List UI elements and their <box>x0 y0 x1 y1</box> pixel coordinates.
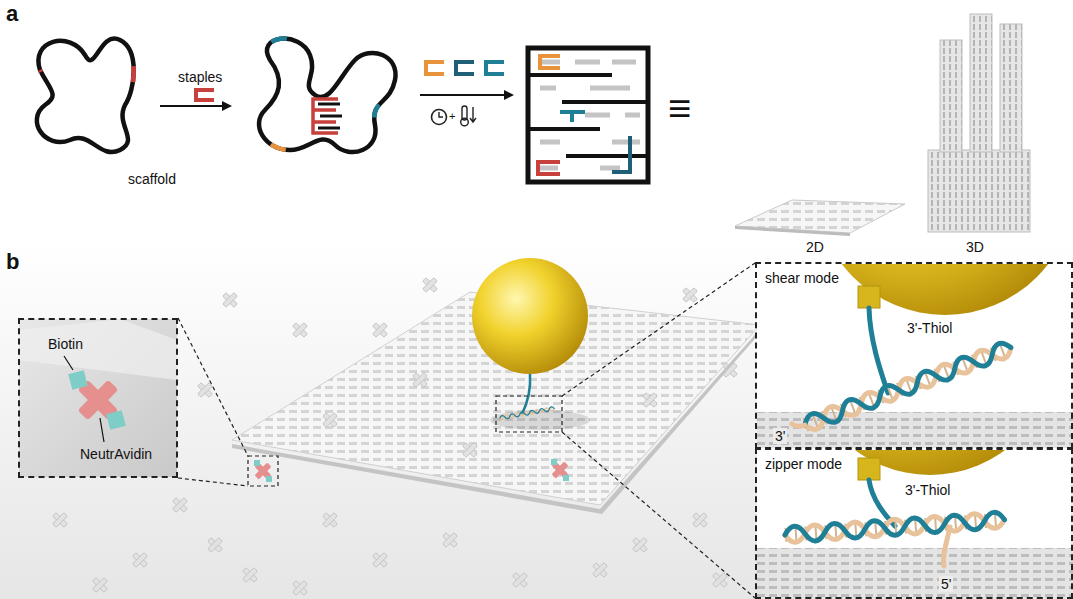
binding-inset-art <box>19 319 177 477</box>
step-label: staples <box>178 70 222 85</box>
staple-set <box>420 62 512 95</box>
panel-letter: a <box>6 2 18 26</box>
callout-label: 3'-Thiol <box>905 482 950 498</box>
equivalence-sign: ≡ <box>668 86 691 130</box>
shear-mode-panel: shear mode 3'-Thiol 3' <box>755 262 1073 449</box>
part-label: scaffold <box>128 172 176 187</box>
3d-origami <box>928 14 1030 232</box>
callout-label: 5' <box>939 576 953 592</box>
thermometer-icon <box>461 106 476 126</box>
2d-origami <box>735 200 905 236</box>
folded-origami-scheme <box>528 48 648 182</box>
binding-inset: BiotinNeutrAvidin <box>18 318 178 478</box>
gold-nanoparticle <box>472 258 590 430</box>
zoom-leaders <box>178 263 755 598</box>
shear-mode-art <box>757 264 1073 448</box>
callout-label: NeutrAvidin <box>80 446 152 462</box>
neutravidin-biotin <box>254 460 272 482</box>
panel-title: shear mode <box>765 270 839 286</box>
shape-label: 2D <box>806 240 824 255</box>
neutravidin-biotin <box>551 459 569 481</box>
plus-sign: + <box>449 110 455 122</box>
reaction-arrow <box>160 90 230 106</box>
clock-icon <box>432 110 447 125</box>
scaffold-with-staple <box>259 39 396 152</box>
callout-label: Biotin <box>48 336 83 352</box>
callout-label: 3'-Thiol <box>907 320 952 336</box>
shape-label: 3D <box>966 240 984 255</box>
panel-letter: b <box>6 250 19 274</box>
zipper-mode-art <box>757 450 1073 597</box>
callout-label: 3' <box>773 428 787 444</box>
scaffold-loop <box>37 39 134 153</box>
zipper-mode-panel: zipper mode 3'-Thiol 5' <box>755 448 1073 599</box>
panel-title: zipper mode <box>765 456 842 472</box>
